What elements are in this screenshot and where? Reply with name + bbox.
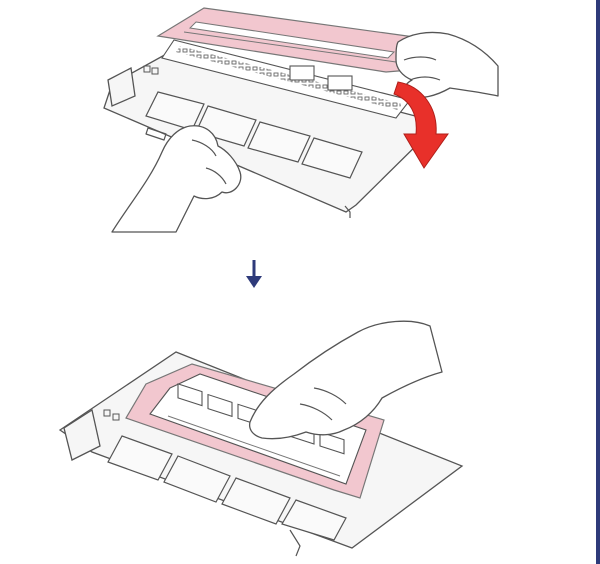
film-strip-top [161, 39, 411, 119]
right-hand-step-2 [248, 320, 443, 440]
page-border [596, 0, 600, 564]
step-1-illustration [103, 7, 499, 233]
film-frames-bottom [107, 435, 347, 541]
arrow-down-icon [246, 260, 262, 288]
left-hand-step-1 [111, 125, 242, 233]
curved-arrow-icon [393, 81, 449, 169]
right-hand-step-1 [395, 31, 499, 99]
step-2-illustration [58, 320, 464, 557]
